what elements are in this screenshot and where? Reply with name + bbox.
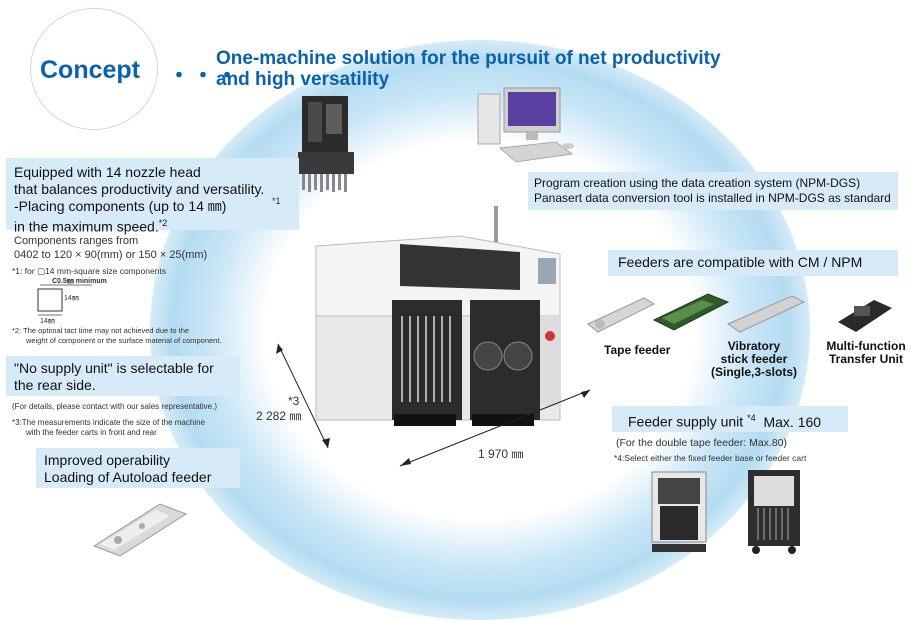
vibratory-feeder-label: Vibratory stick feeder (Single,3-slots) <box>704 340 804 379</box>
vib-line-1: Vibratory <box>727 339 781 353</box>
operability-box <box>36 448 240 488</box>
width-dimension: 1 970 ㎜ <box>478 447 524 461</box>
feeder-supply-label: Feeder supply unit <box>628 413 744 430</box>
components-note-2: *2: The optimal tact time may not achiev… <box>12 326 222 346</box>
headline-line-2: and high versatility <box>216 69 390 90</box>
nozzle-line-1: Equipped with 14 nozzle head <box>14 164 201 180</box>
vib-line-3: (Single,3-slots) <box>710 365 797 379</box>
feeder-supply-ref: *4 <box>747 413 756 423</box>
placement-machine-image <box>315 206 561 426</box>
supply-box <box>6 356 240 396</box>
note-ref-1: *1 <box>272 196 281 206</box>
components-line-1: Components ranges from <box>14 235 139 247</box>
operability-line-1: Improved operability <box>44 452 171 468</box>
multi-line-1: Multi-function <box>826 339 906 353</box>
nozzle-line-2: that balances productivity and versatili… <box>14 181 265 197</box>
feeder-supply-max: Max. 160 <box>763 413 822 430</box>
depth-ref: *3 <box>288 394 300 408</box>
operability-text: Improved operability Loading of Autoload… <box>44 452 211 486</box>
concept-title: Concept <box>40 56 140 84</box>
tape-feeder-label: Tape feeder <box>604 343 671 357</box>
feeder-supply-note-4: *4:Select either the fixed feeder base o… <box>614 453 807 463</box>
feeder-cart-image <box>748 470 800 554</box>
program-text: Program creation using the data creation… <box>534 176 891 206</box>
supply-text: "No supply unit" is selectable for the r… <box>14 360 214 394</box>
dimension-lines <box>276 343 591 467</box>
program-line-2: Panasert data conversion tool is install… <box>534 191 891 205</box>
feeder-supply-box <box>612 406 848 432</box>
computer-image <box>477 87 574 163</box>
supply-line-1: "No supply unit" is selectable for <box>14 360 214 376</box>
note2-line-2: weight of component or the surface mater… <box>26 336 222 345</box>
nozzle-head-text: Equipped with 14 nozzle head that balanc… <box>14 164 264 236</box>
nozzle-line-4: in the maximum speed.*2 <box>14 215 264 236</box>
dim-bottom: 14㎜ <box>40 318 55 325</box>
note2-line-1: *2: The optimal tact time may not achiev… <box>12 326 190 335</box>
feeders-box <box>608 250 898 276</box>
stick-feeder-image <box>726 295 806 333</box>
nozzle-head-box <box>6 158 299 230</box>
nozzle-line-3: -Placing components (up to 14 ㎜) <box>14 198 264 215</box>
supply-note-3: *3:The measurements indicate the size of… <box>12 418 205 438</box>
supply-line-2: the rear side. <box>14 377 96 393</box>
nozzle-head-image <box>298 96 354 192</box>
dim-chamfer: C0.5㎜ minimum <box>52 278 107 285</box>
nozzle-line-4-text: in the maximum speed. <box>14 218 159 235</box>
program-box <box>528 172 898 210</box>
feeder-supply-double: (For the double tape feeder: Max.80) <box>616 437 788 449</box>
feeder-supply-title: Feeder supply unit *4 Max. 160 <box>628 410 821 431</box>
note3-line-1: *3:The measurements indicate the size of… <box>12 418 205 427</box>
note3-line-2: with the feeder carts in front and rear <box>26 428 157 437</box>
multi-line-2: Transfer Unit <box>828 352 903 366</box>
concept-headline: One-machine solution for the pursuit of … <box>216 48 721 90</box>
depth-dimension: 2 282 ㎜ <box>256 409 302 423</box>
dim-side: 14㎜ <box>64 295 79 302</box>
autoload-feeder-image <box>92 503 188 557</box>
concept-dots: ・・・ <box>168 63 241 88</box>
nozzle-line-3-text: -Placing components (up to 14 ㎜) <box>14 198 227 214</box>
headline-line-1: One-machine solution for the pursuit of … <box>216 48 721 69</box>
vibratory-feeder-image <box>652 293 730 331</box>
multi-function-unit-image <box>838 300 892 332</box>
vib-line-2: stick feeder <box>720 352 788 366</box>
operability-line-2: Loading of Autoload feeder <box>44 469 212 485</box>
supply-contact: (For details, please contact with our sa… <box>12 402 217 411</box>
components-note-1: *1: for ▢14 mm-square size components <box>12 266 167 276</box>
program-line-1: Program creation using the data creation… <box>534 176 861 190</box>
feeders-title: Feeders are compatible with CM / NPM <box>618 254 863 270</box>
multi-function-label: Multi-function Transfer Unit <box>818 340 914 366</box>
concept-circle <box>30 8 158 130</box>
tape-feeder-image <box>587 297 656 333</box>
components-range: Components ranges from 0402 to 120 × 90(… <box>14 234 207 262</box>
component-dimension-diagram <box>37 284 92 316</box>
feeder-base-image <box>651 471 707 552</box>
components-line-2: 0402 to 120 × 90(mm) or 150 × 25(mm) <box>14 249 208 261</box>
note-ref-2: *2 <box>158 218 168 228</box>
